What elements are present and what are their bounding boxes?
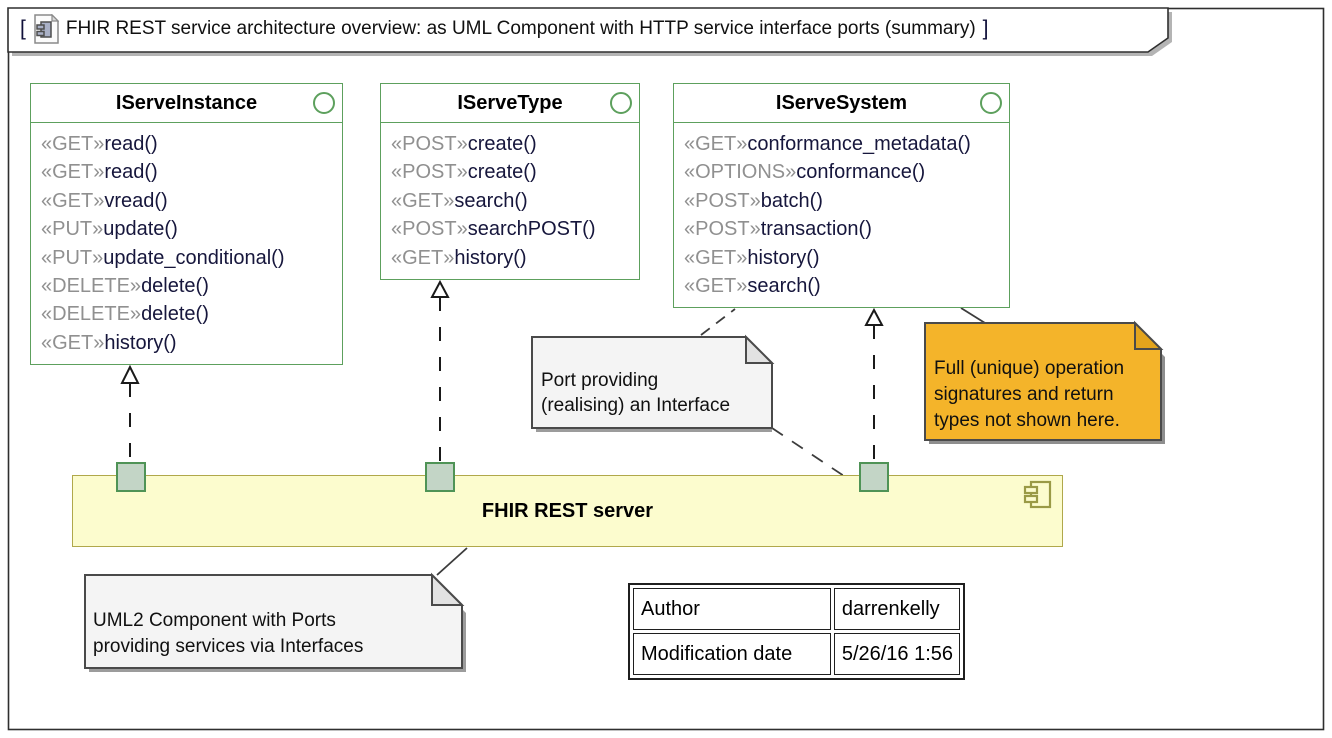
operation: «PUT»update_conditional() xyxy=(41,246,285,269)
component-icon xyxy=(1023,480,1052,509)
info-table-value: darrenkelly xyxy=(833,588,960,630)
operation: «GET»search() xyxy=(684,275,821,298)
port-note-text: Port providing (realising) an Interface xyxy=(541,370,731,416)
realization-arrowhead-system xyxy=(864,307,884,326)
signature-note-fold xyxy=(1134,320,1164,350)
operation-list: «GET»read() «GET»read() «GET»vread() «PU… xyxy=(31,123,342,357)
operation: «POST»create() xyxy=(391,133,537,155)
port-iservesystem[interactable] xyxy=(859,462,889,492)
operation: «PUT»update() xyxy=(41,218,178,241)
operation: «GET»read() xyxy=(41,161,158,184)
interface-header: IServeSystem xyxy=(674,84,1009,123)
operation: «OPTIONS»conformance() xyxy=(684,161,926,184)
interface-lollipop-icon xyxy=(610,92,632,114)
info-table-key: Modification date xyxy=(633,633,831,675)
interface-iserveinstance[interactable]: IServeInstance «GET»read() «GET»read() «… xyxy=(30,83,343,365)
frame-title-text: FHIR REST service architecture overview:… xyxy=(65,18,976,39)
operation-list: «POST»create() «POST»create() «GET»searc… xyxy=(381,123,639,272)
interface-header: IServeType xyxy=(381,84,639,123)
frame-bracket-open: [ xyxy=(20,17,26,40)
signature-note-text: Full (unique) operation signatures and r… xyxy=(934,358,1125,431)
port-iserveinstance[interactable] xyxy=(116,462,146,492)
operation: «GET»read() xyxy=(41,133,158,155)
operation: «POST»create() xyxy=(391,161,537,184)
operation: «POST»batch() xyxy=(684,189,823,212)
operation-list: «GET»conformance_metadata() «OPTIONS»con… xyxy=(674,123,1009,300)
frame-bracket-close: ] xyxy=(982,17,989,40)
component-fhir-rest-server[interactable]: FHIR REST server xyxy=(72,475,1063,547)
frame-title-tab xyxy=(7,7,1169,53)
component-note-fold xyxy=(431,572,465,606)
port-note-fold xyxy=(745,334,775,364)
operation: «GET»vread() xyxy=(41,189,168,212)
operation: «POST»transaction() xyxy=(684,218,872,241)
interface-header: IServeInstance xyxy=(31,84,342,123)
interface-name: IServeSystem xyxy=(775,91,908,114)
anchor-portnote-to-iservesystem[interactable] xyxy=(700,308,736,336)
realization-arrowhead-type xyxy=(430,279,450,298)
interface-name: IServeInstance xyxy=(115,91,258,114)
operation: «GET»search() xyxy=(391,189,528,212)
anchor-componentnote-to-component[interactable] xyxy=(436,547,468,576)
frame-title: [ FHIR REST service architecture overvie… xyxy=(20,14,989,44)
port-iservetype[interactable] xyxy=(425,462,455,492)
component-note-text: UML2 Component with Ports providing serv… xyxy=(93,610,364,657)
operation: «GET»conformance_metadata() xyxy=(684,133,971,155)
port-note-shape[interactable] xyxy=(531,336,773,429)
operation: «GET»history() xyxy=(391,246,527,269)
component-label: FHIR REST server xyxy=(481,499,654,522)
interface-name: IServeType xyxy=(457,91,563,114)
anchor-portnote-to-port[interactable] xyxy=(771,427,857,485)
interface-lollipop-icon xyxy=(313,92,335,114)
operation: «GET»history() xyxy=(684,246,820,269)
signature-note-shape[interactable] xyxy=(924,322,1162,441)
component-note-shape[interactable] xyxy=(84,574,463,669)
info-table-value: 5/26/16 1:56 PM xyxy=(833,633,960,675)
anchor-signaturenote-to-iservesystem[interactable] xyxy=(960,307,986,324)
component-diagram-icon xyxy=(34,14,59,44)
realization-arrowhead-instance xyxy=(120,364,140,384)
interface-iservetype[interactable]: IServeType «POST»create() «POST»create()… xyxy=(380,83,640,280)
info-table-key: Author xyxy=(633,588,831,630)
operation: «DELETE»delete() xyxy=(41,303,209,326)
operation: «DELETE»delete() xyxy=(41,275,209,298)
interface-iservesystem[interactable]: IServeSystem «GET»conformance_metadata()… xyxy=(673,83,1010,308)
interface-lollipop-icon xyxy=(980,92,1002,114)
operation: «POST»searchPOST() xyxy=(391,218,596,241)
operation: «GET»history() xyxy=(41,331,177,354)
info-table[interactable]: Author darrenkelly Modification date 5/2… xyxy=(628,583,965,680)
